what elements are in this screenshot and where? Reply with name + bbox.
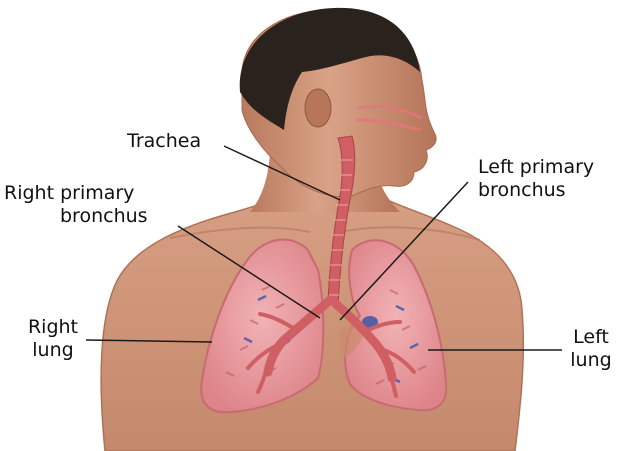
right-lung-line2: lung	[22, 339, 84, 362]
left-lung-line1: Left	[566, 326, 616, 349]
right-lung-line1: Right	[22, 316, 84, 339]
trachea-label-text: Trachea	[127, 130, 201, 153]
right-lung-label: Right lung	[22, 316, 84, 362]
left-primary-bronchus-label: Left primary bronchus	[478, 156, 594, 202]
left-primary-bronchus-line1: Left primary	[478, 156, 594, 179]
left-lung-line2: lung	[566, 349, 616, 372]
left-primary-bronchus-line2: bronchus	[478, 179, 594, 202]
right-primary-bronchus-label: Right primary bronchus	[4, 182, 174, 228]
left-lung-label: Left lung	[566, 326, 616, 372]
trachea-label: Trachea	[127, 130, 201, 153]
ear	[305, 89, 331, 127]
right-primary-bronchus-line2: bronchus	[4, 205, 174, 228]
right-primary-bronchus-line1: Right primary	[4, 182, 174, 205]
